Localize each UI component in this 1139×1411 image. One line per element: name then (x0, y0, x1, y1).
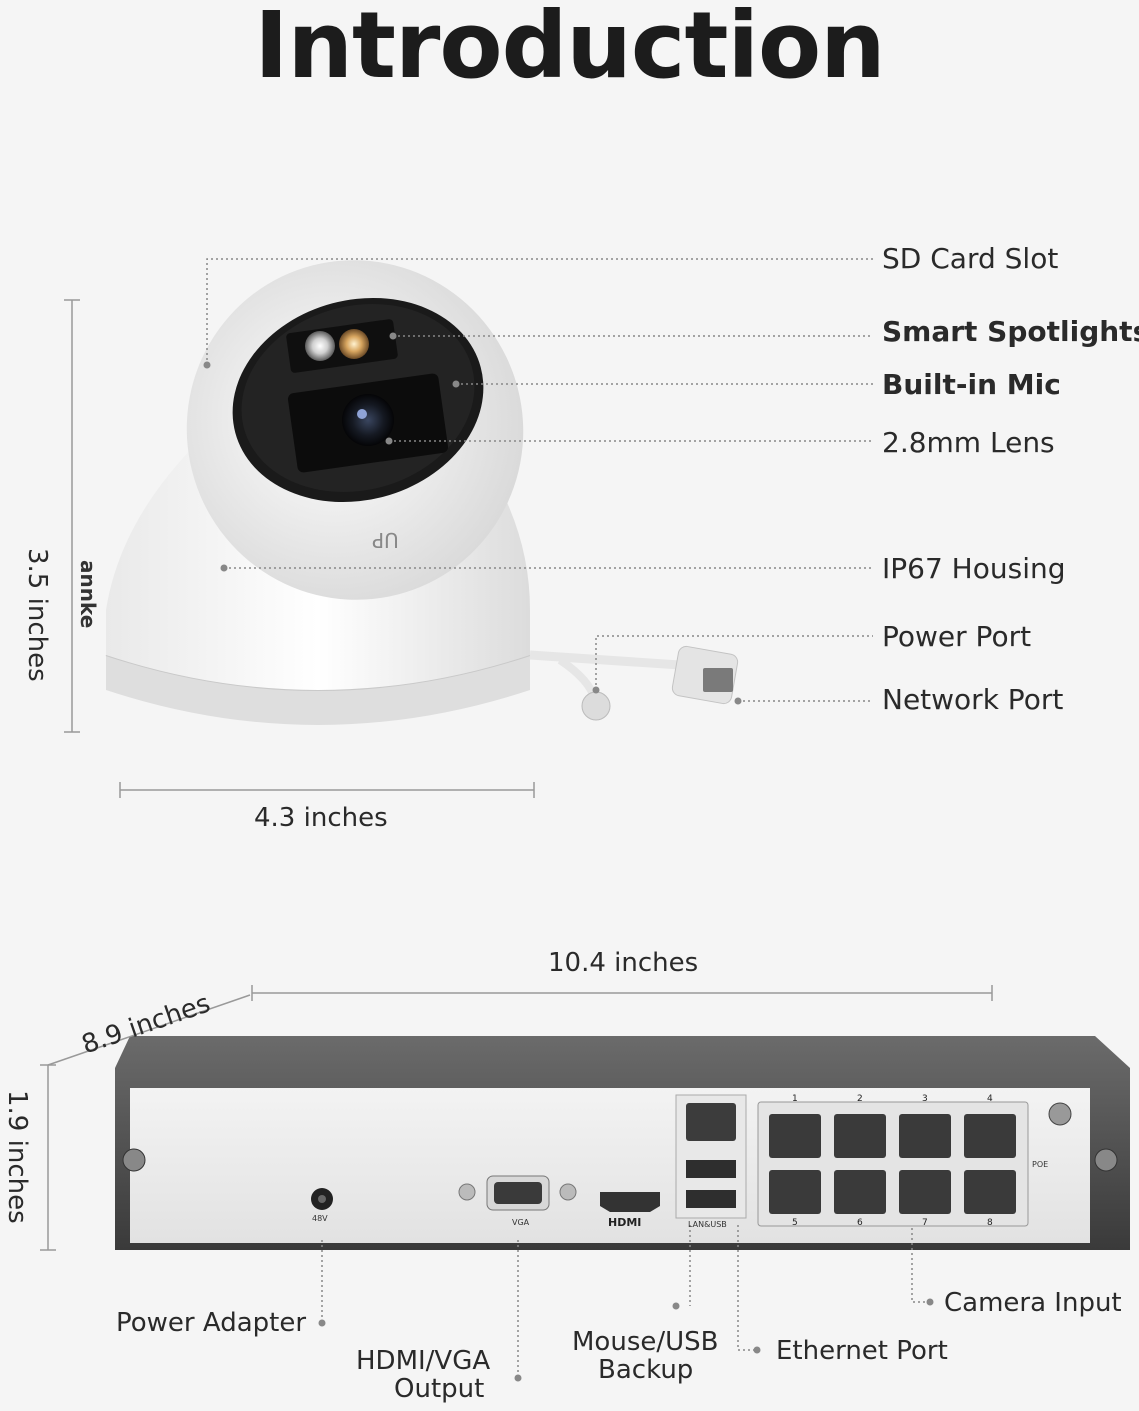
mouse-usb-marker (672, 1302, 680, 1310)
sd-card-marker (203, 361, 211, 369)
poe-mark: POE (1032, 1160, 1049, 1169)
power-port-label: Power Port (882, 620, 1032, 653)
network-port-marker (734, 697, 742, 705)
mic-marker (452, 380, 460, 388)
nvr-width-dim: 10.4 inches (548, 948, 699, 978)
nvr-illustration (115, 1036, 1130, 1250)
brand-mark: annke (76, 560, 100, 629)
ethernet-port-marker (753, 1346, 761, 1354)
ethernet-port-label: Ethernet Port (776, 1336, 948, 1366)
housing-marker (220, 564, 228, 572)
housing-label: IP67 Housing (882, 552, 1066, 585)
smart-spotlights-label: Smart Spotlights (882, 315, 1139, 348)
hdmi-vga-label-line2: Output (394, 1374, 485, 1404)
nvr-callout-lines (321, 1225, 930, 1378)
camera-ball (186, 260, 524, 600)
lan-usb-mark: LAN&USB (688, 1220, 727, 1229)
power-adapter-label: Power Adapter (116, 1308, 307, 1338)
port-number-7: 7 (922, 1218, 928, 1228)
port-number-2: 2 (857, 1094, 863, 1104)
camera-height-dim: 3.5 inches (22, 548, 52, 682)
lens-marker (385, 437, 393, 445)
power-rating-mark: 48V (312, 1214, 328, 1223)
port-number-6: 6 (857, 1218, 863, 1228)
sd-card-label: SD Card Slot (882, 242, 1059, 275)
camera-input-label: Camera Input (944, 1288, 1122, 1318)
network-port-label: Network Port (882, 683, 1064, 716)
spotlight-marker (389, 332, 397, 340)
nvr-height-dim: 1.9 inches (2, 1090, 32, 1224)
lens-label: 2.8mm Lens (882, 426, 1055, 459)
port-number-8: 8 (987, 1218, 993, 1228)
camera-dimension-lines (64, 299, 535, 798)
hdmi-mark: HDMI (608, 1216, 642, 1229)
camera-callout-lines (206, 258, 873, 702)
hdmi-vga-label-line1: HDMI/VGA (356, 1346, 491, 1376)
port-number-4: 4 (987, 1094, 993, 1104)
camera-cable (529, 645, 739, 721)
page-title: Introduction (254, 0, 885, 99)
port-number-3: 3 (922, 1094, 928, 1104)
built-in-mic-label: Built-in Mic (882, 368, 1061, 401)
vga-mark: VGA (512, 1218, 530, 1227)
camera-width-dim: 4.3 inches (254, 803, 388, 833)
up-mark: UP (372, 528, 399, 552)
mouse-usb-label-line1: Mouse/USB (572, 1327, 719, 1357)
power-port-marker (592, 686, 600, 694)
port-number-5: 5 (792, 1218, 798, 1228)
camera-input-marker (926, 1298, 934, 1306)
nvr-dimension-lines (40, 985, 993, 1251)
hdmi-vga-marker (514, 1374, 522, 1382)
port-number-1: 1 (792, 1094, 798, 1104)
mouse-usb-label-line2: Backup (598, 1355, 694, 1385)
power-adapter-marker (318, 1319, 326, 1327)
